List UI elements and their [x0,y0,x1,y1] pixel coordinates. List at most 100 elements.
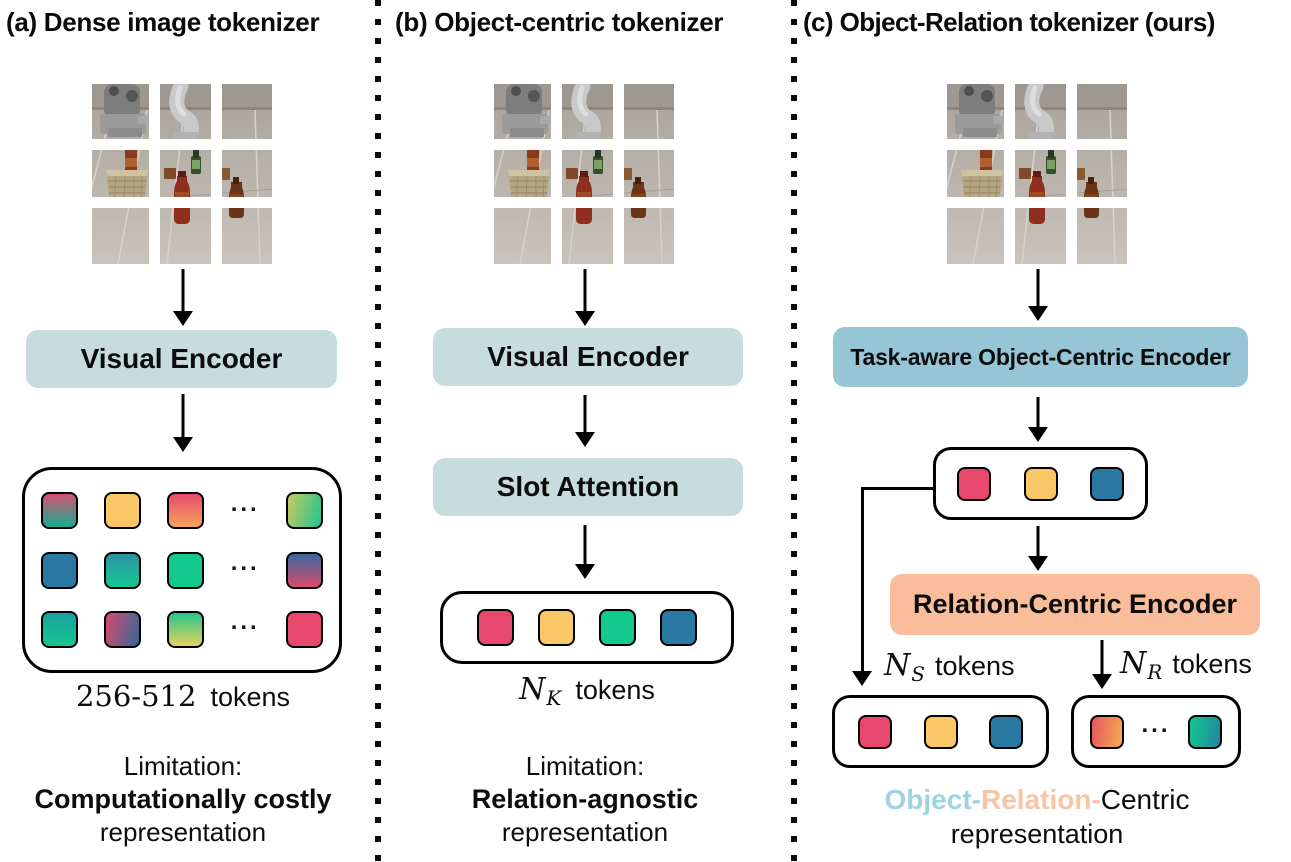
small-box-center [566,168,578,179]
task-aware-encoder-label: Task-aware Object-Centric Encoder [850,343,1231,370]
limitation-rest: representation [99,817,267,847]
ellipsis-dots: ... [1141,710,1171,738]
skip-connection-line [861,487,934,672]
dense-token-grid: ... ... ... [22,467,342,673]
token-grad_red_orange [167,492,205,530]
token-grad_red_teal [41,492,78,530]
visual-encoder-label: Visual Encoder [487,341,689,372]
token-grad_red_orange_h [1090,714,1124,749]
limitation-heading: Limitation: [123,751,243,781]
robot-scene-image [478,78,675,265]
ellipsis-dots: ... [230,608,260,636]
token-grad_green_yellow [167,610,205,648]
token-red [285,610,323,648]
down-arrow [1027,526,1049,571]
down-arrow [172,394,194,452]
object-slot-box [933,447,1148,520]
green-bottle [593,147,603,174]
small-box-center [1019,168,1031,179]
token-yellow [538,609,575,646]
down-arrow [574,269,596,326]
robot-camera-head [955,84,1005,137]
down-arrow [574,395,596,447]
token-grad_lime_green [285,492,323,530]
token-grad_pink_blue [104,610,142,648]
visual-encoder-box: Visual Encoder [433,328,743,386]
skip-connection-arrowhead [852,671,872,686]
caption-centric: Centric [1100,784,1190,815]
token-blue [660,609,697,646]
token-count-label: 256-512 tokens [43,679,323,713]
ns-tokens-label: NS tokens [884,648,1015,686]
caption-relation: Relation- [980,784,1101,815]
robot-camera-head [100,84,150,137]
panel-c-title: (c) Object-Relation tokenizer (ours) [803,7,1215,37]
limitation-heading: Limitation: [525,751,645,781]
down-arrow [1027,397,1049,442]
panel-divider-2 [791,0,797,862]
robot-scene-image [76,78,273,265]
token-grad_green_teal_h [1187,714,1222,749]
math-symbol: NR [1120,646,1163,684]
nr-tokens-label: NR tokens [1120,646,1252,684]
panel-a-title: (a) Dense image tokenizer [6,7,320,37]
slot-attention-label: Slot Attention [496,471,680,502]
down-arrow [172,269,194,326]
robot-arm [169,78,199,146]
down-arrow [574,525,596,579]
token-yellow [1023,466,1058,501]
token-blue [1090,466,1124,501]
slot-token-box [440,591,734,664]
patch-grid-lines [494,84,674,264]
token-yellow [923,714,958,749]
limitation-bold: Computationally costly [34,784,332,814]
token-row: ... [41,490,323,530]
caption: Object-Relation-Centric representation [857,782,1217,852]
relation-centric-encoder-box: Relation-Centric Encoder [890,574,1260,635]
relation-tokens-box: ... [1071,695,1241,768]
token-green [167,551,205,589]
math-symbol: NS [884,648,925,686]
token-green [599,609,636,646]
token-blue [41,551,78,589]
object-tokens-box [832,695,1049,768]
panel-b-title: (b) Object-centric tokenizer [395,7,724,37]
limitation-bold: Relation-agnostic [471,784,699,814]
token-row: ... [41,608,323,648]
relation-centric-encoder-label: Relation-Centric Encoder [912,589,1238,619]
down-arrow [1091,640,1113,689]
robot-scene-image [931,78,1128,265]
limitation-text: Limitation: Relation-agnostic representa… [415,750,755,849]
token-count-word: tokens [575,675,655,705]
math-symbol: NK [519,672,562,710]
visual-encoder-box: Visual Encoder [26,330,337,388]
token-blue [989,714,1023,749]
token-red [957,466,991,501]
token-grad_teal_green [41,610,78,648]
token-count-value: 256-512 [75,679,197,713]
patch-grid-lines [92,84,272,264]
down-arrow [1027,269,1049,321]
small-box-center [164,168,176,179]
robot-scene-svg [931,78,1128,265]
robot-arm [1024,78,1054,146]
token-count-label: NK tokens [447,672,727,710]
token-red [477,609,514,646]
task-aware-object-centric-encoder-box: Task-aware Object-Centric Encoder [833,327,1248,387]
slot-attention-box: Slot Attention [433,458,743,516]
caption-line2: representation [950,819,1124,849]
limitation-text: Limitation: Computationally costly repre… [13,750,353,849]
caption-object: Object- [884,784,981,815]
panel-divider-1 [375,0,381,862]
green-bottle [191,147,201,174]
token-red [858,714,892,749]
limitation-rest: representation [501,817,669,847]
token-row: ... [41,549,323,589]
robot-scene-svg [76,78,273,265]
robot-camera-head [502,84,552,137]
wicker-basket [106,170,148,206]
ellipsis-dots: ... [230,549,260,576]
robot-scene-svg [478,78,675,265]
patch-grid-lines [947,84,1127,264]
